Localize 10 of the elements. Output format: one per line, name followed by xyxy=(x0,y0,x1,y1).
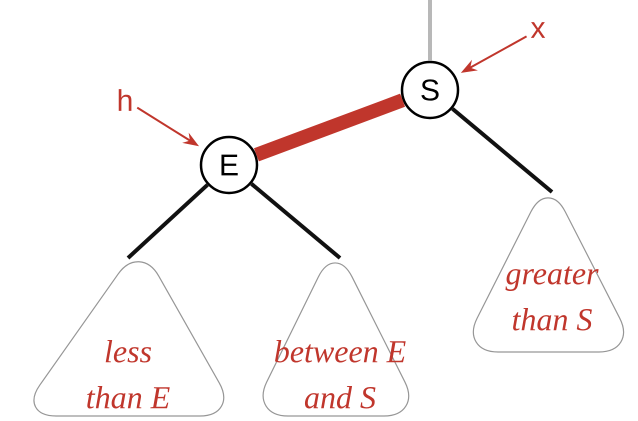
tree-link xyxy=(250,182,342,260)
subtree-triangle: greater than S xyxy=(472,197,624,353)
tree-link xyxy=(126,183,209,260)
tree-link xyxy=(451,107,554,194)
parent-link xyxy=(428,0,432,61)
tree-link xyxy=(254,94,406,162)
pointer-label: h xyxy=(118,89,132,111)
pointer-label: x xyxy=(530,22,546,38)
subtree-triangle: between E and S xyxy=(262,262,410,417)
subtree-triangle: less than E xyxy=(33,261,224,417)
